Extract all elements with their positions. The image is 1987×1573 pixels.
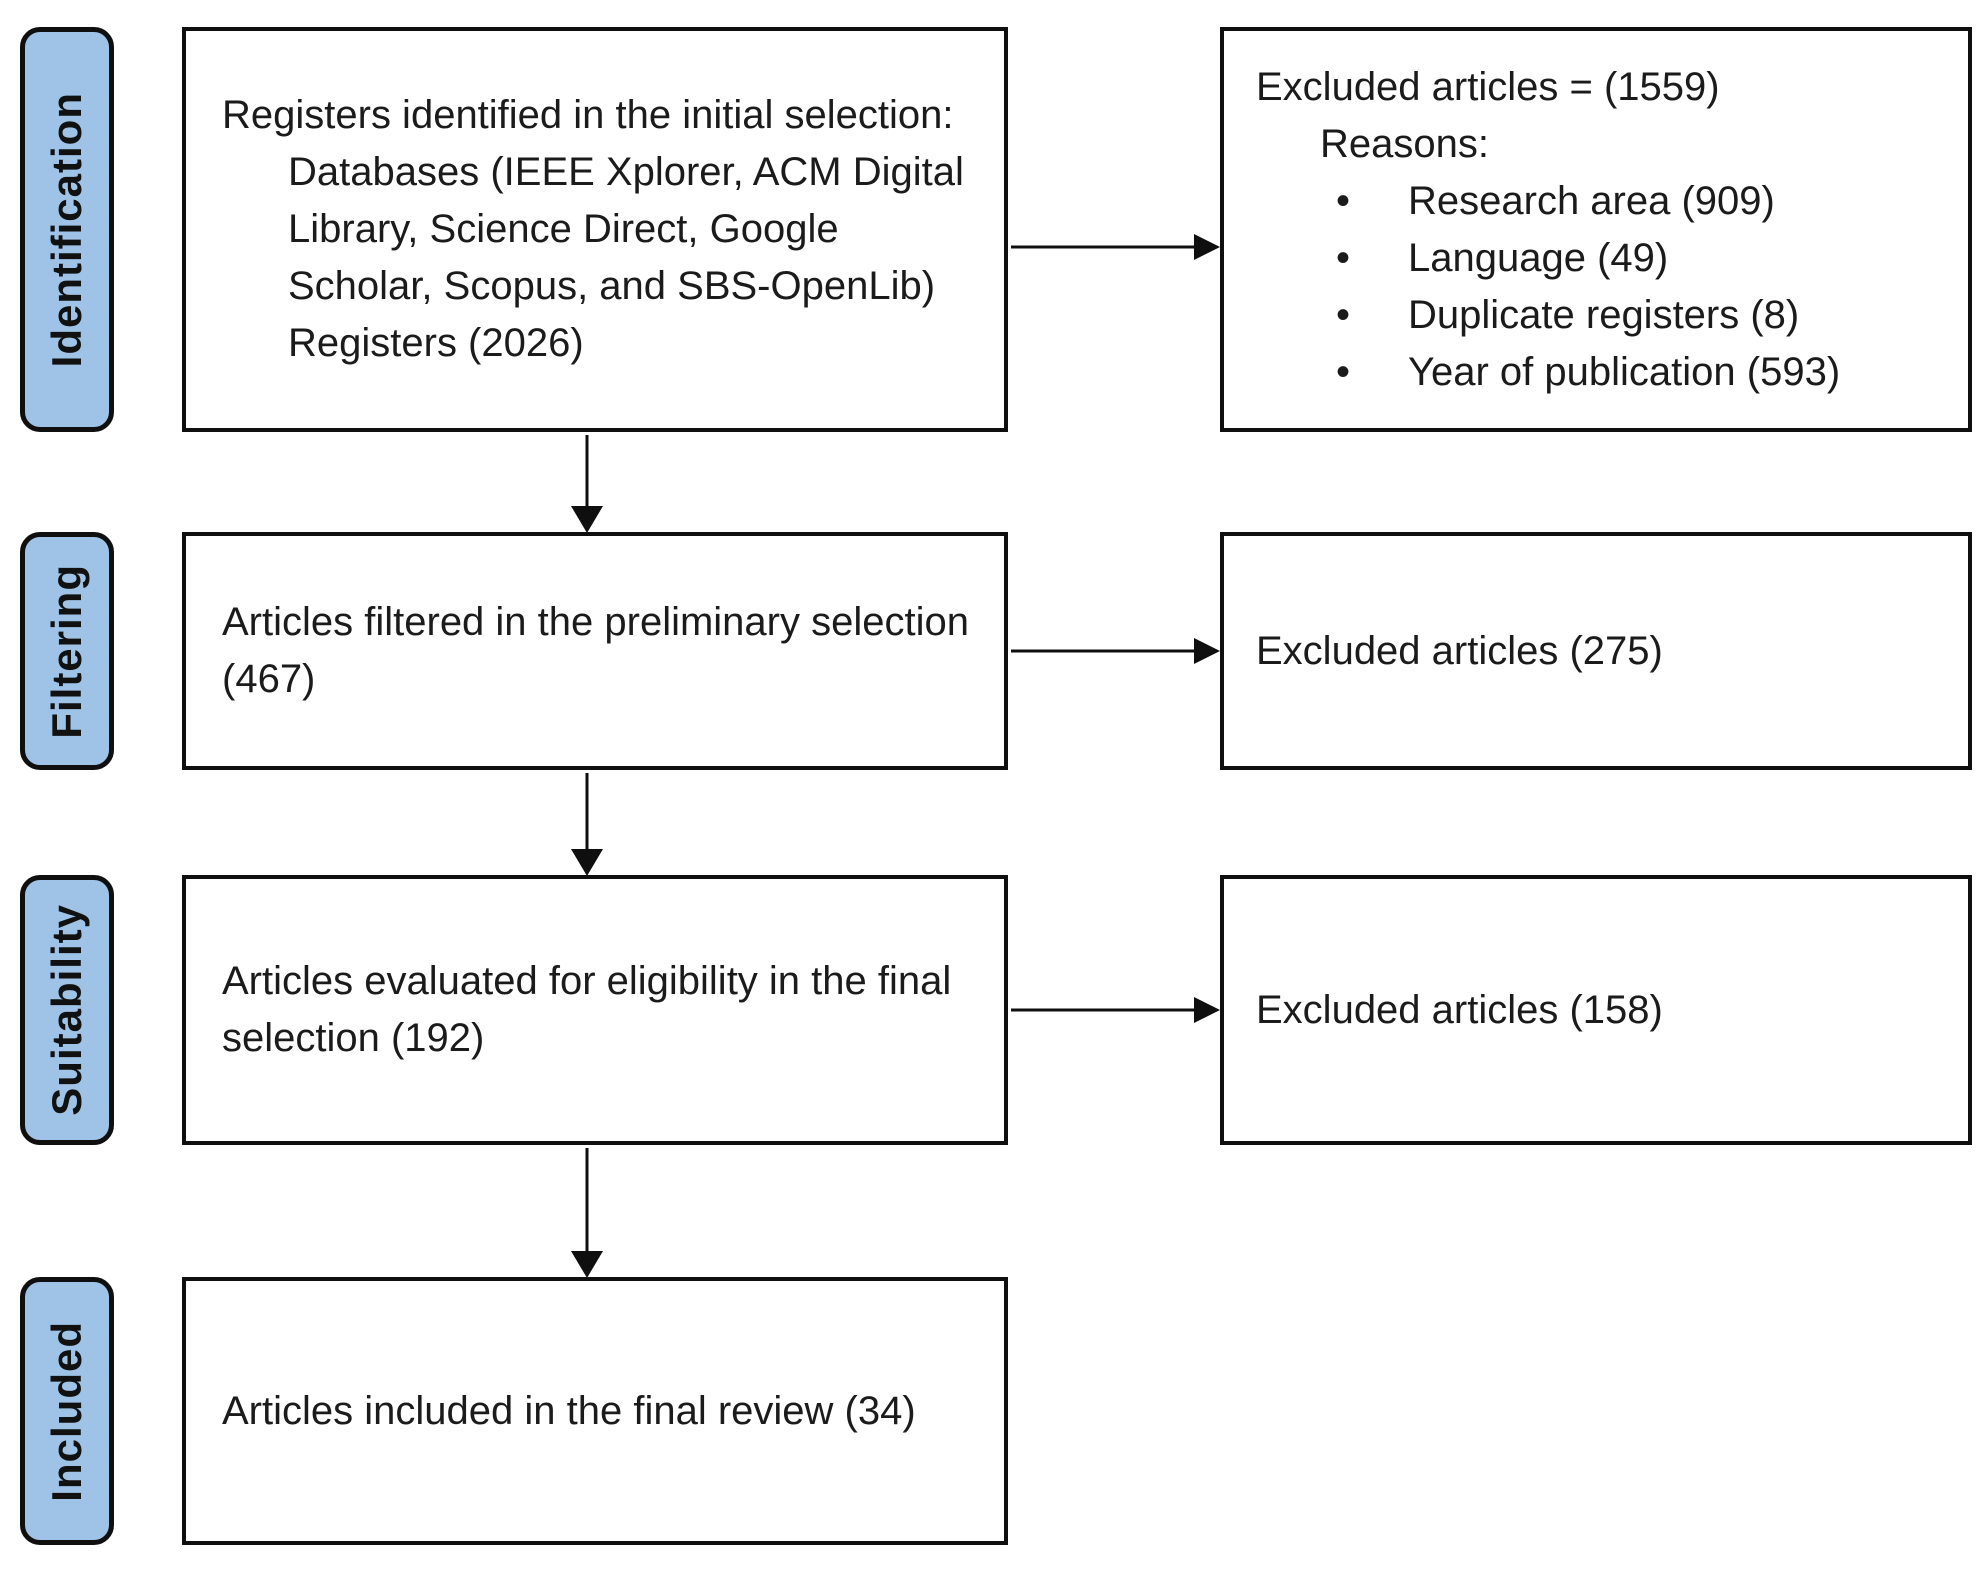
arrow-head-right-icon — [1194, 234, 1220, 260]
bullet-icon: • — [1336, 292, 1351, 337]
main-box-filtering: Articles filtered in the preliminary sel… — [182, 532, 1008, 770]
stage-label-filtering-text: Filtering — [43, 563, 90, 739]
main-box-identification-line: Scholar, Scopus, and SBS-OpenLib) — [288, 264, 936, 308]
excluded-box-suitability-text: Excluded articles (158) — [1256, 987, 1663, 1032]
main-box-identification-line: Registers identified in the initial sele… — [222, 93, 954, 137]
stage-label-identification: Identification — [20, 27, 114, 432]
excluded-reason-item: • Research area (909) — [1224, 173, 1968, 230]
main-box-filtering-line: (467) — [222, 657, 316, 701]
main-box-identification: Registers identified in the initial sele… — [182, 27, 1008, 432]
bullet-icon: • — [1336, 235, 1351, 280]
arrow-head-right-icon — [1194, 997, 1220, 1023]
main-box-suitability-line: selection (192) — [222, 1016, 485, 1060]
excluded-reason-item: • Language (49) — [1224, 230, 1968, 287]
bullet-icon: • — [1336, 178, 1351, 223]
main-box-included-line: Articles included in the final review (3… — [222, 1388, 916, 1433]
arrow-right-identification-to-excluded — [1011, 234, 1220, 260]
main-box-suitability: Articles evaluated for eligibility in th… — [182, 875, 1008, 1145]
main-box-identification-line: Registers (2026) — [288, 321, 584, 365]
excluded-reason-item: • Duplicate registers (8) — [1224, 287, 1968, 344]
arrow-shaft — [585, 435, 589, 508]
arrow-head-right-icon — [1194, 638, 1220, 664]
excluded-reason-text: Duplicate registers (8) — [1408, 292, 1800, 337]
bullet-icon: • — [1336, 349, 1351, 394]
excluded-reason-text: Year of publication (593) — [1408, 349, 1841, 394]
excluded-reason-item: • Year of publication (593) — [1224, 344, 1968, 401]
main-box-identification-line: Library, Science Direct, Google — [288, 207, 839, 251]
stage-label-suitability: Suitability — [20, 875, 114, 1145]
arrow-shaft — [585, 1148, 589, 1253]
excluded-box-suitability: Excluded articles (158) — [1220, 875, 1972, 1145]
main-box-filtering-line: Articles filtered in the preliminary sel… — [222, 600, 969, 644]
excluded-box-filtering: Excluded articles (275) — [1220, 532, 1972, 770]
main-box-suitability-line: Articles evaluated for eligibility in th… — [222, 959, 952, 1003]
main-box-included: Articles included in the final review (3… — [182, 1277, 1008, 1545]
arrow-shaft — [585, 773, 589, 851]
arrow-shaft — [1011, 1008, 1197, 1012]
arrow-right-suitability-to-excluded — [1011, 997, 1220, 1023]
main-box-identification-line: Databases (IEEE Xplorer, ACM Digital — [288, 150, 964, 194]
arrow-head-down-icon — [571, 1251, 603, 1278]
excluded-reason-text: Research area (909) — [1408, 178, 1775, 223]
stage-label-identification-text: Identification — [43, 91, 90, 368]
arrow-down-suitability-to-included — [571, 1148, 603, 1278]
excluded-box-identification: Excluded articles = (1559) Reasons: • Re… — [1220, 27, 1972, 432]
arrow-head-down-icon — [571, 506, 603, 533]
stage-label-included-text: Included — [43, 1320, 90, 1502]
arrow-shaft — [1011, 649, 1197, 653]
excluded-reason-text: Language (49) — [1408, 235, 1669, 280]
stage-label-filtering: Filtering — [20, 532, 114, 770]
arrow-right-filtering-to-excluded — [1011, 638, 1220, 664]
stage-label-suitability-text: Suitability — [43, 904, 90, 1116]
excluded-box-reasons-heading: Reasons: — [1320, 121, 1489, 166]
arrow-down-filtering-to-suitability — [571, 773, 603, 876]
excluded-box-filtering-text: Excluded articles (275) — [1256, 628, 1663, 673]
arrow-shaft — [1011, 245, 1197, 249]
arrow-down-identification-to-filtering — [571, 435, 603, 533]
arrow-head-down-icon — [571, 849, 603, 876]
excluded-box-title: Excluded articles = (1559) — [1256, 64, 1720, 109]
stage-label-included: Included — [20, 1277, 114, 1545]
